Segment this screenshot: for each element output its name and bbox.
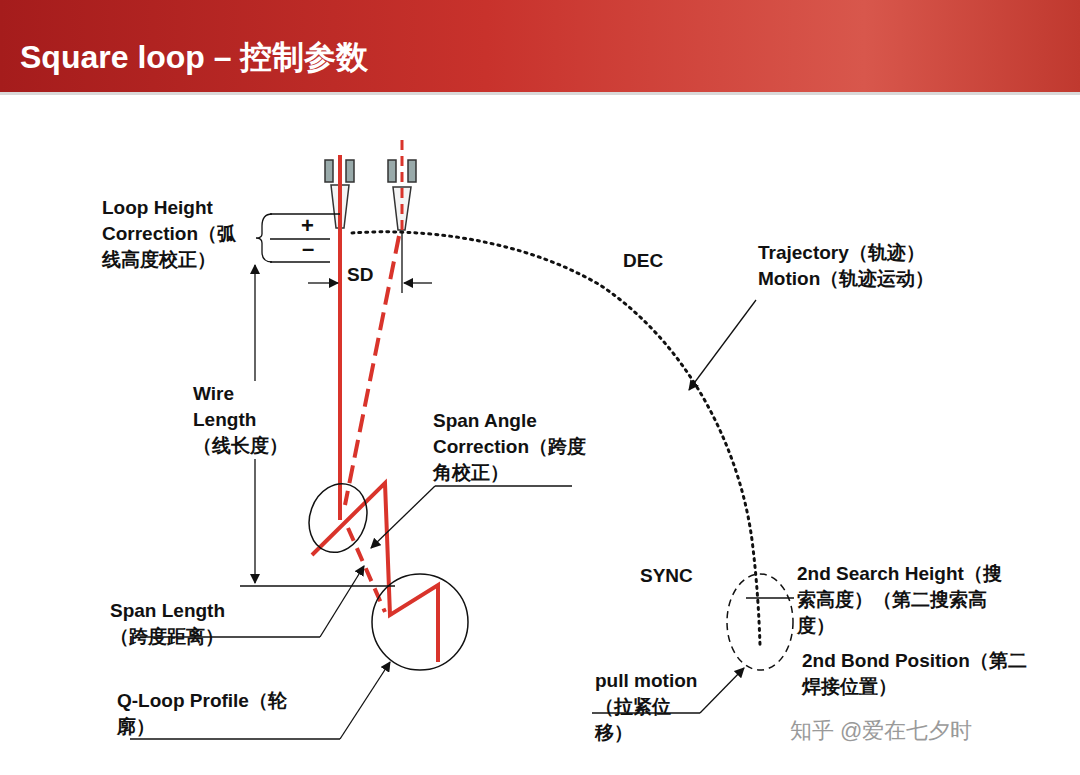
parameter-label: pull motion（拉紧位移） xyxy=(595,668,707,746)
phase-label: SYNC xyxy=(640,563,693,589)
parameter-label: Loop Height Correction（弧线高度校正） xyxy=(102,195,244,273)
parameter-label: Span Length（跨度距离） xyxy=(110,598,240,650)
parameter-label: Q-Loop Profile（轮廓） xyxy=(117,688,297,740)
parameter-label: SD xyxy=(347,262,373,288)
parameter-label: Wire Length（线长度） xyxy=(193,381,293,459)
parameter-label: Trajectory（轨迹） Motion（轨迹运动） xyxy=(758,240,936,292)
sign-plus: + xyxy=(301,213,314,239)
watermark: 知乎 @爱在七夕时 xyxy=(790,718,972,744)
parameter-label: 2nd Search Height（搜索高度）（第二搜索高度） xyxy=(797,561,1007,639)
slide-title: Square loop – 控制参数 xyxy=(20,38,368,76)
parameter-label: 2nd Bond Position（第二焊接位置） xyxy=(802,648,1032,700)
phase-label: DEC xyxy=(623,248,663,274)
parameter-label: Span Angle Correction（跨度角校正） xyxy=(433,408,593,486)
sign-minus: – xyxy=(302,236,314,262)
